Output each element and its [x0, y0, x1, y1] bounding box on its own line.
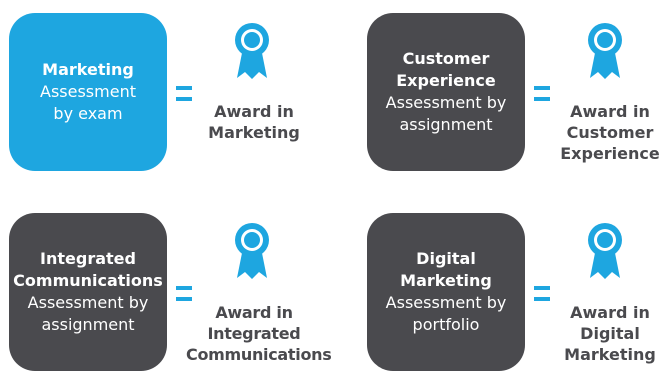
- card-subtitle: Assessment by assignment: [385, 93, 507, 134]
- card-title: Marketing: [42, 60, 134, 79]
- equals-sign-icon: [176, 286, 192, 301]
- equals-sign-icon: [534, 286, 550, 301]
- award-label: Award in Digital Marketing: [564, 303, 656, 364]
- award-label: Award in Integrated Communications: [186, 303, 332, 364]
- award-label: Award in Customer Experience: [560, 102, 660, 163]
- pathway-card-digital-marketing: Digital Marketing Assessment by portfoli…: [367, 213, 525, 371]
- card-subtitle: Assessment by assignment: [27, 293, 149, 334]
- equals-sign-icon: [534, 86, 550, 101]
- card-title: Integrated Communications: [13, 249, 163, 290]
- card-title: Customer Experience: [396, 49, 496, 90]
- card-subtitle: Assessment by portfolio: [385, 293, 507, 334]
- equals-sign-icon: [176, 86, 192, 101]
- award-ribbon-icon: [235, 223, 269, 279]
- card-subtitle: Assessment by exam: [40, 82, 136, 123]
- award-ribbon-icon: [588, 223, 622, 279]
- pathway-card-integrated-communications: Integrated Communications Assessment by …: [9, 213, 167, 371]
- award-label: Award in Marketing: [208, 102, 300, 142]
- pathway-card-customer-experience: Customer Experience Assessment by assign…: [367, 13, 525, 171]
- award-ribbon-icon: [588, 23, 622, 79]
- pathway-card-marketing: Marketing Assessment by exam: [9, 13, 167, 171]
- award-ribbon-icon: [235, 23, 269, 79]
- card-title: Digital Marketing: [400, 249, 492, 290]
